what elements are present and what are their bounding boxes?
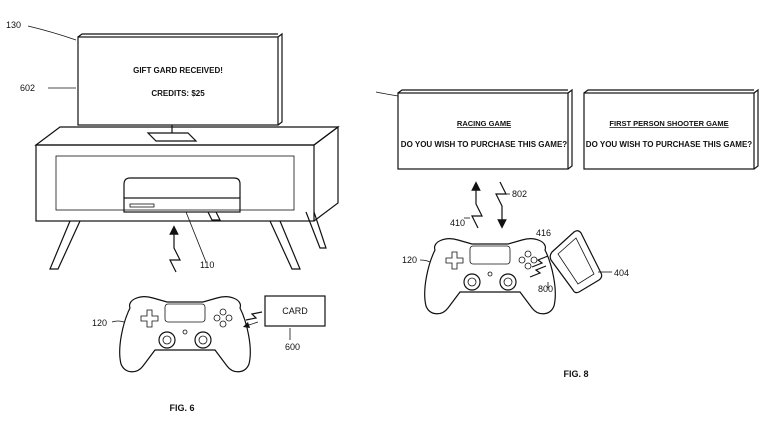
fps-game-title: FIRST PERSON SHOOTER GAME	[609, 119, 728, 128]
racing-game-question: DO YOU WISH TO PURCHASE THIS GAME?	[401, 140, 567, 149]
fig8-screen-fps: FIRST PERSON SHOOTER GAME DO YOU WISH TO…	[583, 88, 759, 170]
ref-120-fig8: 120	[402, 255, 417, 265]
card-label: CARD	[282, 306, 308, 316]
racing-game-title: RACING GAME	[457, 119, 511, 128]
ref-130: 130	[6, 20, 21, 30]
fig8-screen-racing: RACING GAME DO YOU WISH TO PURCHASE THIS…	[397, 88, 573, 170]
fig6-nfc-signal	[245, 311, 263, 321]
ref-110: 110	[200, 260, 214, 270]
fig6-console	[123, 177, 241, 221]
ref-416: 416	[536, 228, 551, 238]
fig6-leader-130	[27, 25, 77, 41]
fig6-leader-120	[111, 320, 125, 323]
fig6-tv: GIFT GARD RECEIVED! CREDITS: $25	[77, 32, 283, 142]
ref-802: 802	[512, 189, 527, 199]
fig8-upstream-arrow	[471, 181, 483, 229]
fps-game-question: DO YOU WISH TO PURCHASE THIS GAME?	[586, 140, 752, 149]
ref-404: 404	[614, 268, 629, 278]
fig8-wireless-down	[529, 265, 547, 278]
fig8-controller	[424, 238, 556, 315]
fig8-phone	[549, 230, 603, 294]
fig6-leader-110	[185, 211, 207, 263]
fig8-wireless-up	[531, 255, 549, 268]
fig6-controller	[119, 296, 251, 373]
ref-800: 800	[538, 284, 553, 294]
fig6-tv-stand	[34, 125, 340, 270]
fig8-leader-screen	[375, 91, 399, 97]
ref-120: 120	[92, 318, 107, 328]
ref-600: 600	[285, 342, 300, 352]
fig6-card: CARD	[264, 295, 326, 327]
ref-602: 602	[20, 83, 35, 93]
tv-message-line1: GIFT GARD RECEIVED!	[133, 66, 223, 75]
fig8-caption: FIG. 8	[563, 369, 588, 379]
fig6-signal-arrow	[169, 225, 181, 273]
fig8-downstream-arrow	[495, 181, 507, 229]
ref-410: 410	[450, 218, 465, 228]
fig6-caption: FIG. 6	[169, 403, 194, 413]
tv-message-line2: CREDITS: $25	[151, 89, 205, 98]
